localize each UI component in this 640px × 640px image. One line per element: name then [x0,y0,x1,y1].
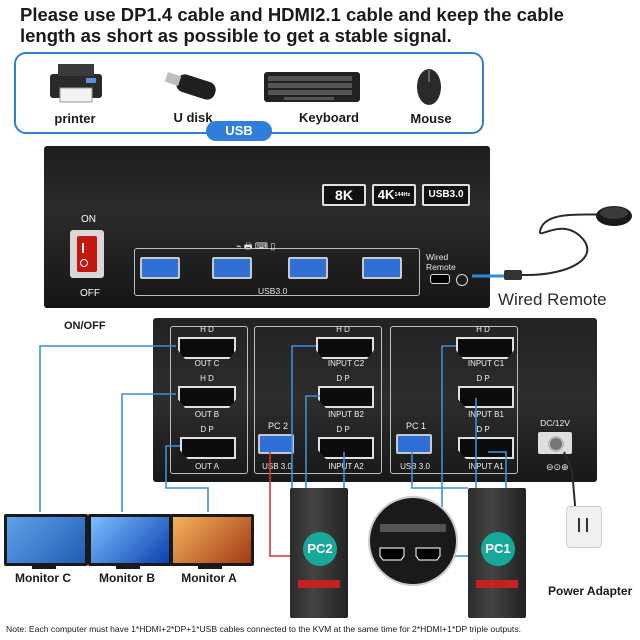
usb-drive-icon [164,72,216,100]
front-usb-port-2[interactable] [212,257,252,279]
front-usb-section-label: USB3.0 [258,286,288,296]
peripheral-label-keyboard: Keyboard [299,110,359,125]
printer-icon [50,64,102,103]
output-group [170,326,248,474]
pc1-usb-label: USB 3.0 [400,462,430,471]
power-switch-mark-off [80,259,88,267]
badge-4k-sub: 144Hz [394,192,411,198]
on-off-label: ON/OFF [64,320,106,332]
pc2-badge: PC2 [303,532,337,566]
pc2-usb-port[interactable] [258,434,294,454]
monitor-b-stand [116,563,140,569]
out-a-type: D P [200,425,214,434]
peripheral-label-printer: printer [54,111,96,126]
keyboard-icon [264,72,360,102]
dc-power-port[interactable] [548,436,564,452]
input-a1-port[interactable] [458,437,514,459]
usb-group-label: USB [206,121,272,141]
monitor-b-screen [88,514,172,566]
monitor-c-stand [32,563,56,569]
pc1-input-group [390,326,518,474]
front-usb-port-4[interactable] [362,257,402,279]
monitor-a-screen [170,514,254,566]
wired-remote-port-label: Wired Remote [426,252,456,272]
monitor-a-stand [198,563,222,569]
input-b2-label: INPUT B2 [328,410,364,419]
power-switch-mark-on [82,243,84,253]
power-adapter-plug [578,518,588,532]
input-c1-label: INPUT C1 [467,359,505,368]
dc-polarity-icon: ⊖⊙⊕ [546,462,569,472]
reset-button[interactable] [456,274,468,286]
peripheral-label-mouse: Mouse [410,111,452,126]
pc2-input-group [254,326,382,474]
dc-label: DC/12V [540,418,570,428]
footnote: Note: Each computer must have 1*HDMI+2*D… [6,624,521,634]
input-c1-port[interactable] [456,337,514,359]
input-a2-port[interactable] [318,437,374,459]
wired-remote-label: Wired Remote [498,290,607,309]
input-a1-label: INPUT A1 [468,462,504,471]
input-b2-port[interactable] [318,386,374,408]
out-c-type: H D [200,325,214,334]
out-a-label: OUT A [195,462,219,471]
pc1-usb-port[interactable] [396,434,432,454]
input-a2-label: INPUT A2 [328,462,364,471]
out-b-type: H D [200,374,214,383]
out-b-label: OUT B [194,410,220,419]
pc2-usb-label: USB 3.0 [262,462,292,471]
input-b1-label: INPUT B1 [468,410,504,419]
front-usb-port-3[interactable] [288,257,328,279]
input-c1-type: H D [476,325,490,334]
usb-device-icons: ⌁ 🖶 ⌨ ▯ [236,241,276,251]
wired-remote-cable [472,206,632,280]
out-b-port[interactable] [178,386,236,408]
front-usb-port-1[interactable] [140,257,180,279]
pc1-badge: PC1 [481,532,515,566]
input-a1-type: D P [476,425,490,434]
mouse-icon [417,69,441,105]
badge-4k: 4K144Hz [372,184,416,206]
monitor-c-label: Monitor C [15,571,71,585]
input-a2-type: D P [336,425,350,434]
monitor-b-label: Monitor B [99,571,155,585]
out-c-port[interactable] [178,337,236,359]
power-adapter [566,506,602,548]
power-switch-on-label: ON [81,214,96,225]
out-c-label: OUT C [194,359,220,368]
power-switch-off-label: OFF [80,288,100,299]
input-b1-port[interactable] [458,386,514,408]
kvm-front-panel [44,146,490,308]
input-c2-type: H D [336,325,350,334]
peripheral-label-u-disk: U disk [173,110,213,125]
badge-8k: 8K [322,184,366,206]
input-c2-label: INPUT C2 [327,359,365,368]
pc2-gpu [298,580,340,588]
pc1-name: PC 1 [405,421,426,431]
port-zoom-detail [368,496,458,586]
monitor-a-label: Monitor A [181,571,237,585]
monitor-c-screen [4,514,88,566]
out-a-port[interactable] [180,437,236,459]
headline: Please use DP1.4 cable and HDMI2.1 cable… [20,4,564,46]
badge-4k-main: 4K [377,187,395,202]
pc2-name: PC 2 [267,421,288,431]
wired-remote-port[interactable] [430,274,450,284]
front-usb-area [134,248,420,296]
input-c2-port[interactable] [316,337,374,359]
input-b1-type: D P [476,374,490,383]
input-b2-type: D P [336,374,350,383]
badge-usb3: USB3.0 [422,184,470,206]
power-adapter-label: Power Adapter [548,584,633,598]
pc1-gpu [476,580,518,588]
